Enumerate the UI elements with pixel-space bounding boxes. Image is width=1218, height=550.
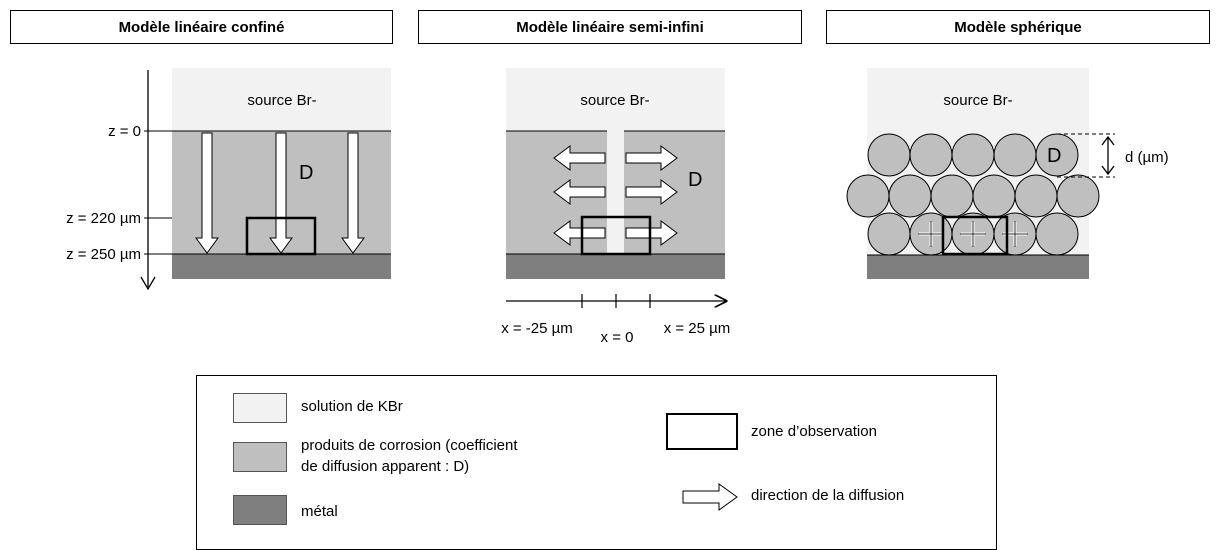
left-observation-zone — [245, 216, 317, 256]
radial-diffusion-marker-outline — [918, 221, 1028, 247]
title-spherical-text: Modèle sphérique — [954, 18, 1082, 36]
d-dim-arrowhead-bottom — [1101, 165, 1115, 176]
sphere — [1035, 212, 1079, 256]
legend-arrow-icon — [682, 483, 738, 511]
confined-panel: source Br- z = 0 z = 220 µm z = 250 µm D — [66, 68, 391, 291]
legend-swatch-solution — [233, 393, 287, 423]
title-confined: Modèle linéaire confiné — [10, 10, 393, 44]
legend-corrosion-label-2: de diffusion apparent : D) — [301, 458, 470, 475]
mid-source-label: source Br- — [580, 92, 649, 109]
d-dim-arrowhead-top — [1101, 135, 1115, 146]
left-arrow-2 — [553, 179, 606, 205]
legend-metal-label: métal — [301, 503, 338, 520]
legend-solution-label: solution de KBr — [301, 398, 403, 415]
sphere — [888, 174, 932, 218]
sphere — [909, 133, 953, 177]
legend-direction-label: direction de la diffusion — [751, 487, 905, 504]
left-source-label: source Br- — [247, 92, 316, 109]
legend-zone-label: zone d’observation — [751, 423, 877, 440]
sphere — [1014, 174, 1058, 218]
label-z0: z = 0 — [108, 123, 141, 140]
right-D-label: D — [1047, 145, 1061, 167]
label-z220: z = 220 µm — [66, 210, 141, 227]
legend-swatch-corrosion — [233, 442, 287, 472]
left-metal-layer — [172, 254, 391, 279]
depth-axis-arrowhead — [140, 276, 156, 291]
right-source-label: source Br- — [943, 92, 1012, 109]
mid-metal-layer — [506, 254, 725, 279]
sphere — [1056, 174, 1100, 218]
right-arrow-1 — [625, 145, 678, 171]
sphere — [993, 133, 1037, 177]
mid-channel — [607, 131, 624, 254]
right-metal-layer — [867, 255, 1089, 279]
sphere — [867, 212, 911, 256]
title-semi-infinite: Modèle linéaire semi-infini — [418, 10, 802, 44]
sphere — [951, 133, 995, 177]
right-arrow-3 — [625, 220, 678, 246]
legend-swatch-metal — [233, 495, 287, 525]
sphere — [972, 174, 1016, 218]
left-arrow-3 — [553, 220, 606, 246]
sphere — [846, 174, 890, 218]
semi-infinite-panel: source Br- D x = -25 µm x = 0 x = 25 µm — [501, 68, 730, 346]
right-arrow-2 — [625, 179, 678, 205]
left-D-label: D — [299, 162, 313, 184]
label-z250: z = 250 µm — [66, 246, 141, 263]
mid-D-label: D — [688, 169, 702, 191]
title-confined-text: Modèle linéaire confiné — [118, 18, 285, 36]
right-observation-zone — [941, 215, 1009, 256]
spherical-panel: source Br- D — [846, 68, 1169, 279]
left-arrow-1 — [553, 145, 606, 171]
x-label-zero: x = 0 — [601, 329, 634, 346]
down-arrow-2 — [269, 132, 293, 254]
left-solution-layer — [172, 68, 391, 131]
legend-zone-swatch — [666, 413, 738, 450]
sphere — [867, 133, 911, 177]
title-semi-infinite-text: Modèle linéaire semi-infini — [516, 18, 704, 36]
mid-solution-layer — [506, 68, 725, 131]
title-spherical: Modèle sphérique — [826, 10, 1210, 44]
x-label-neg: x = -25 µm — [501, 320, 573, 337]
legend: solution de KBr produits de corrosion (c… — [196, 375, 997, 550]
x-label-pos: x = 25 µm — [664, 320, 731, 337]
legend-corrosion-label-1: produits de corrosion (coefficient — [301, 437, 518, 454]
down-arrow-3 — [341, 132, 365, 254]
d-dim-label: d (µm) — [1125, 149, 1169, 166]
sphere — [930, 174, 974, 218]
mid-observation-zone — [580, 215, 652, 256]
down-arrow-1 — [195, 132, 219, 254]
